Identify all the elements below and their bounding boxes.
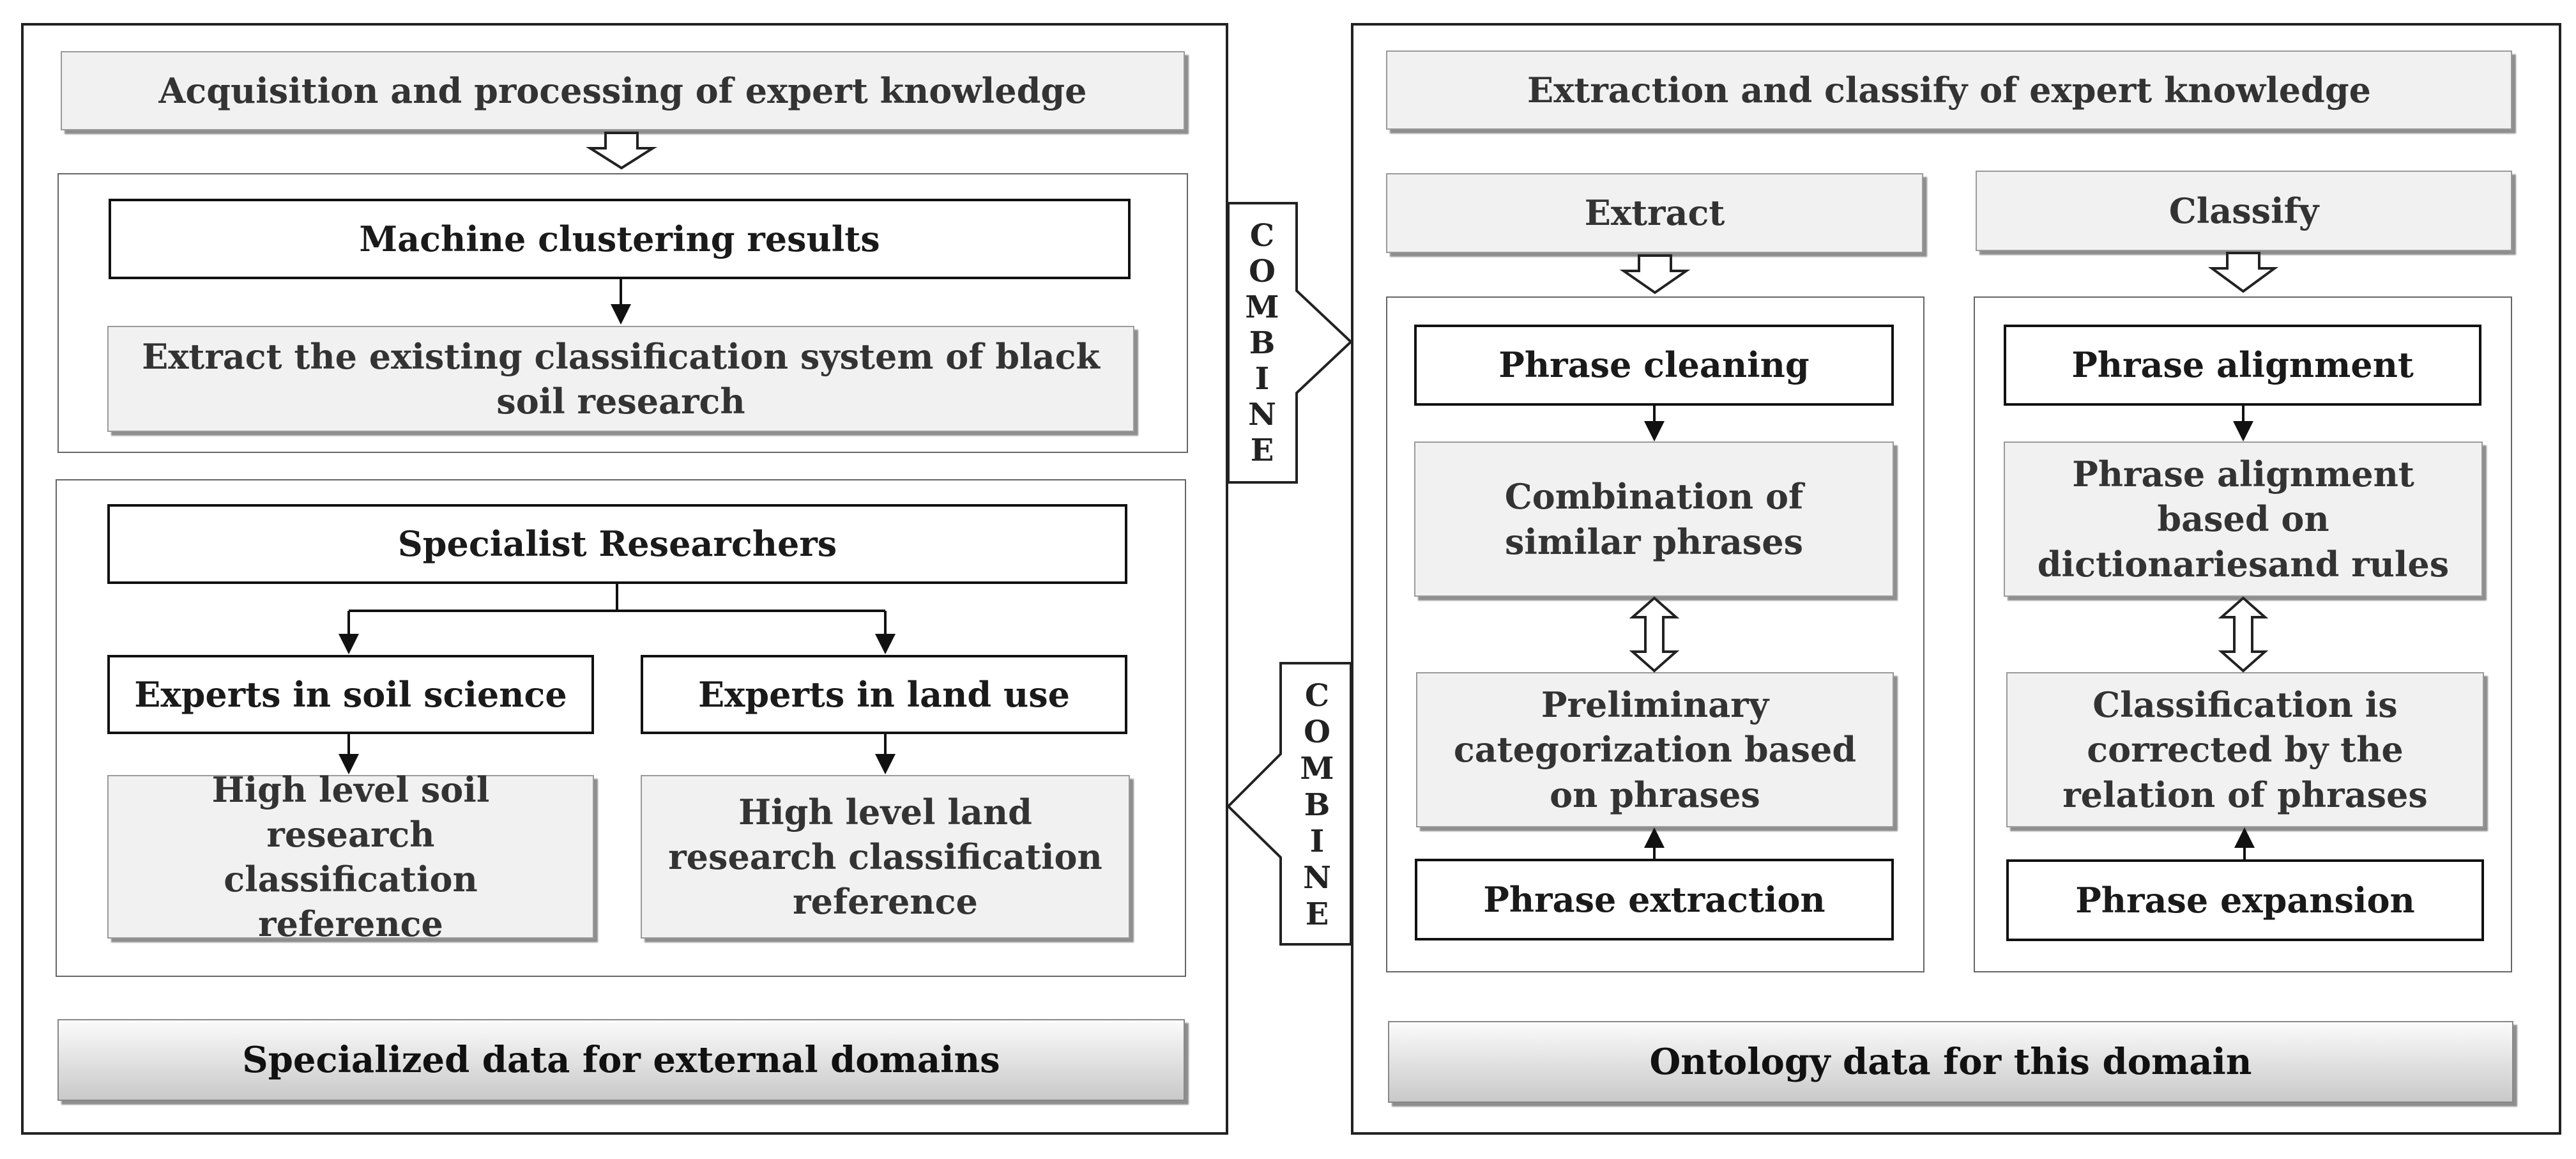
corrected-box: Classification is corrected by the relat… (2006, 672, 2484, 827)
combine-bottom-letter: M (1300, 751, 1334, 787)
right-header: Extraction and classify of expert knowle… (1386, 50, 2512, 130)
land-reference-box: High level land research classification … (641, 775, 1130, 939)
hollow-down-arrow-left-header (586, 132, 657, 170)
combine-top-letter: I (1255, 361, 1269, 397)
combine-top-letter: E (1251, 433, 1274, 468)
classify-title: Classify (1976, 171, 2512, 251)
combine-top-letter: C (1250, 218, 1274, 254)
soil-reference-box: High level soil research classification … (107, 769, 594, 944)
preliminary-box: Preliminary categorization based on phra… (1416, 672, 1894, 827)
extract-existing-box: Extract the existing classification syst… (107, 326, 1134, 432)
machine-clustering-box: Machine clustering results (109, 199, 1131, 279)
combine-bottom-letter: I (1310, 824, 1324, 859)
phrase-cleaning-box: Phrase cleaning (1414, 325, 1894, 406)
left-header: Acquisition and processing of expert kno… (61, 51, 1185, 130)
phrase-alignment-box: Phrase alignment (2004, 325, 2481, 406)
combine-bottom-letter: E (1306, 896, 1329, 932)
left-footer: Specialized data for external domains (57, 1019, 1185, 1101)
experts-land-box: Experts in land use (641, 655, 1127, 734)
combine-bottom-letter: N (1303, 860, 1331, 896)
combine-bottom-letter: B (1304, 787, 1330, 823)
hollow-down-arrow-classify (2207, 252, 2279, 293)
combine-bottom-letter: C (1305, 678, 1329, 714)
combine-arrow-right (1227, 202, 1353, 484)
right-footer: Ontology data for this domain (1388, 1021, 2513, 1103)
arrow-specialist-split (349, 584, 885, 612)
hollow-double-arrow-extract (1629, 596, 1680, 673)
hollow-down-arrow-extract (1619, 254, 1691, 295)
combine-top-letter: N (1248, 397, 1276, 433)
combine-top-letter: M (1245, 289, 1279, 325)
experts-soil-box: Experts in soil science (107, 655, 594, 734)
alignment-based-box: Phrase alignment based on dictionariesan… (2004, 441, 2483, 597)
hollow-double-arrow-classify (2218, 596, 2269, 673)
specialist-researchers-box: Specialist Researchers (107, 504, 1127, 584)
combine-top-letter: B (1249, 325, 1276, 361)
combination-box: Combination of similar phrases (1414, 441, 1894, 597)
phrase-expansion-box: Phrase expansion (2006, 859, 2484, 941)
extract-title: Extract (1386, 173, 1923, 253)
phrase-extraction-box: Phrase extraction (1415, 859, 1894, 940)
combine-bottom-letter: O (1304, 714, 1330, 750)
combine-top-letter: O (1249, 254, 1276, 289)
combine-arrow-left (1226, 662, 1352, 946)
